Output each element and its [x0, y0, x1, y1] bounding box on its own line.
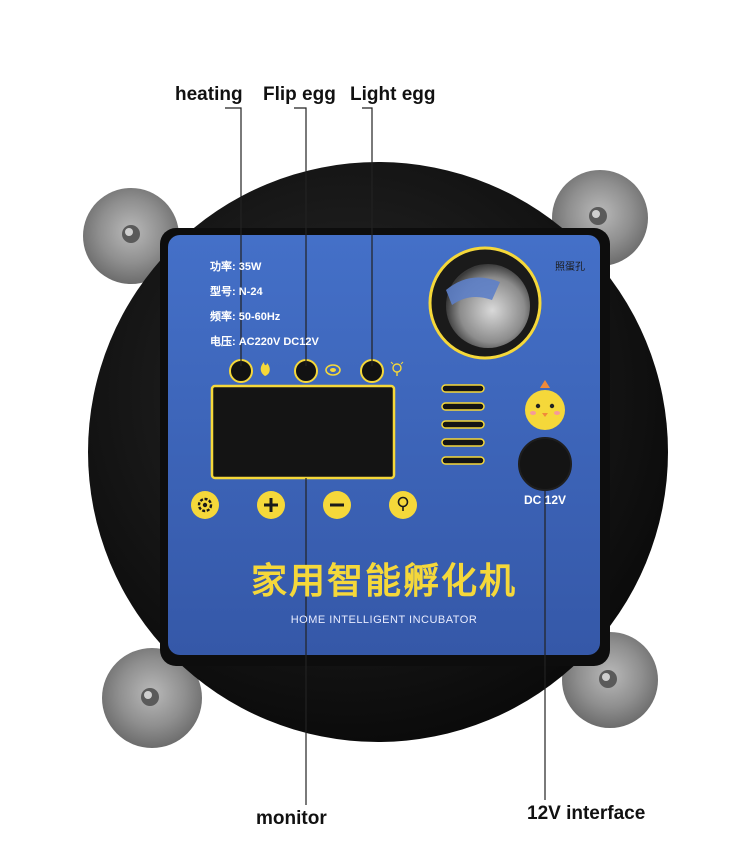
plus-button[interactable] — [257, 491, 285, 519]
minus-icon — [330, 503, 344, 507]
gear-icon — [197, 497, 213, 513]
callout-flip-egg: Flip egg — [263, 84, 336, 105]
egg-icon — [325, 364, 341, 376]
product-title-english: HOME INTELLIGENT INCUBATOR — [290, 614, 478, 626]
vent-slots — [441, 384, 485, 465]
flame-icon — [260, 362, 270, 376]
light-button[interactable] — [389, 491, 417, 519]
settings-button[interactable] — [191, 491, 219, 519]
minus-button[interactable] — [323, 491, 351, 519]
bulb-icon — [390, 361, 404, 376]
callout-light-egg: Light egg — [350, 84, 436, 105]
dc-12v-socket[interactable] — [518, 437, 572, 491]
callout-monitor: monitor — [256, 808, 327, 829]
spec-voltage: 电压: AC220V DC12V — [210, 336, 319, 348]
chick-mascot-icon — [525, 380, 565, 430]
spec-model: 型号: N-24 — [210, 286, 263, 298]
bulb-icon — [397, 496, 409, 511]
suction-cup-bottom-left — [102, 648, 202, 748]
suction-cup-top-left — [83, 188, 179, 284]
product-title-chinese: 家用智能孵化机 — [250, 561, 517, 602]
callout-leader-lines — [225, 107, 546, 805]
callout-12v-interface: 12V interface — [527, 803, 646, 824]
egg-peephole — [428, 246, 542, 360]
peephole-label: 照蛋孔 — [555, 262, 585, 273]
spec-frequency: 频率: 50-60Hz — [210, 311, 281, 323]
dc-12v-label: DC 12V — [523, 493, 567, 507]
callout-heating: heating — [175, 84, 243, 105]
display-monitor — [210, 384, 396, 480]
spec-power: 功率: 35W — [210, 261, 262, 273]
plus-icon — [264, 498, 278, 512]
